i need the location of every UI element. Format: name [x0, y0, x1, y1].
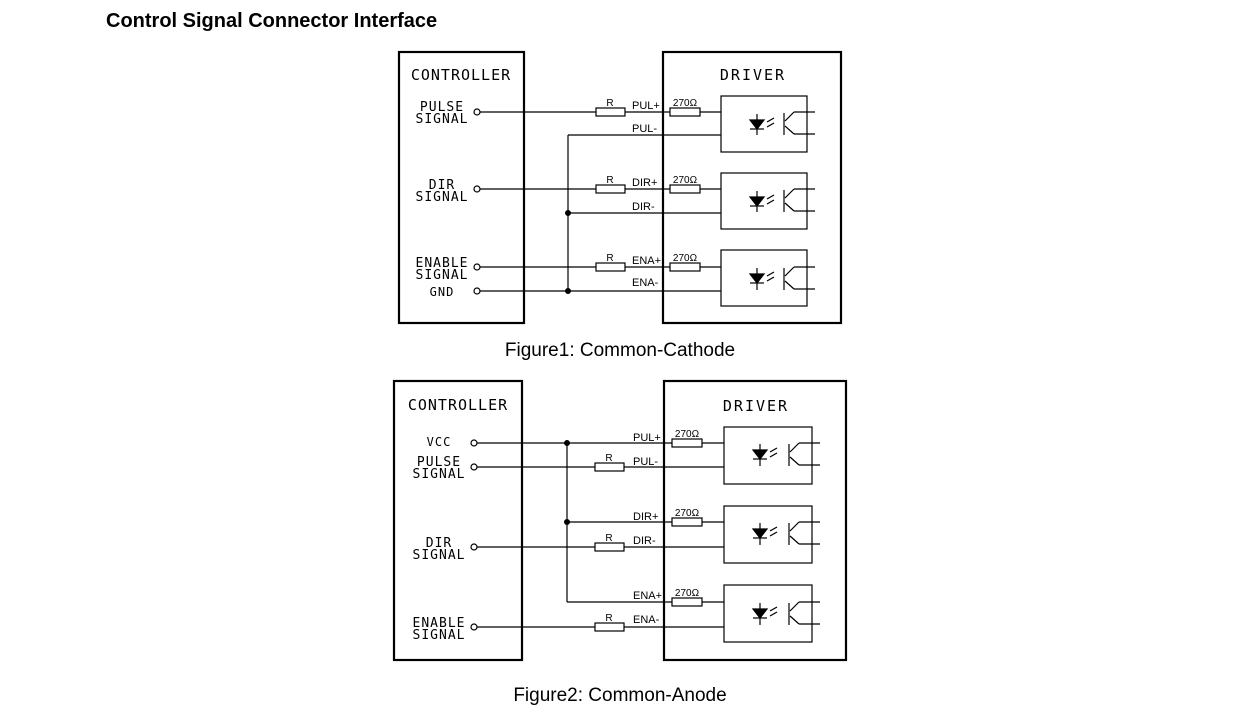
terminal-pulse [473, 108, 481, 116]
page-title: Control Signal Connector Interface [106, 10, 438, 32]
pin-label: ENA+ [633, 590, 662, 602]
signal-label: SIGNAL [416, 112, 469, 127]
resistor-270 [669, 107, 701, 117]
signal-label: PULSE [420, 100, 464, 115]
resistor-label: R [605, 533, 612, 544]
pin-label: ENA- [633, 614, 660, 626]
signal-label: ENABLE [413, 616, 466, 631]
optocoupler [720, 95, 815, 153]
resistor-r [595, 262, 626, 272]
resistor-270 [669, 262, 701, 272]
terminal-enable [473, 263, 481, 271]
driver-box [662, 379, 848, 662]
resistor-270 [671, 438, 703, 448]
resistor-270-label: 270Ω [675, 588, 700, 599]
resistor-label: R [605, 453, 612, 464]
controller-box [397, 50, 526, 325]
figure-common-cathode [397, 50, 843, 325]
controller-label: CONTROLLER [411, 66, 511, 84]
terminal-enable [470, 623, 478, 631]
resistor-label: R [606, 175, 613, 186]
resistor-label: R [605, 613, 612, 624]
driver-label: DRIVER [720, 66, 786, 84]
signal-label: DIR [429, 178, 455, 193]
pin-label: PUL- [633, 456, 658, 468]
terminal-dir [470, 543, 478, 551]
figure-common-anode [392, 379, 848, 662]
optocoupler [723, 426, 820, 485]
resistor-270 [669, 184, 701, 194]
signal-label: SIGNAL [413, 548, 466, 563]
signal-label: PULSE [417, 455, 461, 470]
pin-label: ENA- [632, 277, 659, 289]
signal-label: VCC [427, 435, 452, 449]
pin-label: PUL- [632, 123, 657, 135]
resistor-270 [671, 597, 703, 607]
pin-label: DIR- [632, 201, 655, 213]
resistor-label: R [606, 253, 613, 264]
optocoupler [720, 249, 815, 307]
resistor-270-label: 270Ω [673, 253, 698, 264]
signal-label: GND [430, 285, 455, 299]
terminal-dir [473, 185, 481, 193]
pin-label: DIR+ [632, 177, 657, 189]
pin-label: ENA+ [632, 255, 661, 267]
signal-label: DIR [426, 536, 452, 551]
signal-label: SIGNAL [413, 467, 466, 482]
driver-box [661, 50, 843, 325]
resistor-r [594, 622, 625, 632]
resistor-270-label: 270Ω [675, 429, 700, 440]
signal-label: SIGNAL [413, 628, 466, 643]
pin-label: PUL+ [633, 432, 661, 444]
signal-label: ENABLE [416, 256, 469, 271]
resistor-270-label: 270Ω [675, 508, 700, 519]
resistor-r [594, 542, 625, 552]
signal-label: SIGNAL [416, 190, 469, 205]
controller-box [392, 379, 524, 662]
resistor-r [595, 107, 626, 117]
pin-label: DIR+ [633, 511, 658, 523]
signal-label: SIGNAL [416, 268, 469, 283]
terminal-vcc [470, 439, 478, 447]
resistor-270-label: 270Ω [673, 175, 698, 186]
terminal-gnd [473, 287, 481, 295]
pin-label: PUL+ [632, 100, 660, 112]
resistor-270-label: 270Ω [673, 98, 698, 109]
controller-label: CONTROLLER [408, 396, 508, 414]
driver-label: DRIVER [723, 397, 789, 415]
optocoupler [720, 172, 815, 230]
resistor-r [594, 462, 625, 472]
resistor-label: R [606, 98, 613, 109]
optocoupler [723, 505, 820, 564]
optocoupler [723, 584, 820, 643]
figure-caption: Figure2: Common-Anode [513, 685, 726, 706]
pin-label: DIR- [633, 535, 656, 547]
resistor-r [595, 184, 626, 194]
terminal-pulse [470, 463, 478, 471]
resistor-270 [671, 517, 703, 527]
figure-caption: Figure1: Common-Cathode [505, 340, 735, 361]
